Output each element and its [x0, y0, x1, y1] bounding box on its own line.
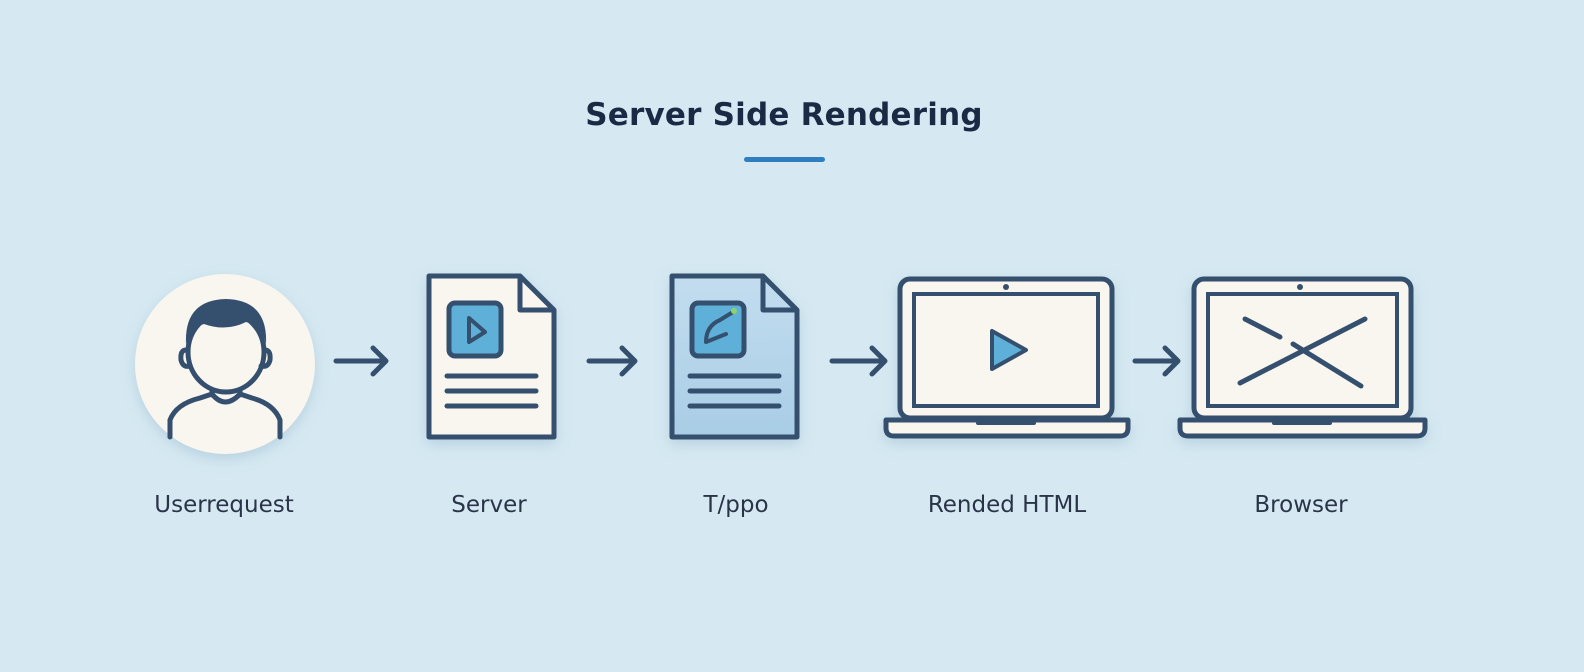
document-play-icon — [426, 273, 557, 440]
document-edit-icon — [669, 273, 800, 440]
diagram-title: Server Side Rendering — [585, 97, 983, 133]
laptop-cross-icon — [1177, 276, 1428, 439]
step-label-browser: Browser — [1254, 492, 1348, 518]
laptop-play-icon — [883, 276, 1131, 439]
step-label-tppo: T/ppo — [703, 492, 769, 518]
step-label-user-request: Userrequest — [154, 492, 294, 518]
step-label-server: Server — [451, 492, 527, 518]
step-label-rendered-html: Rended HTML — [927, 492, 1087, 518]
title-underline — [744, 157, 825, 162]
user-avatar-icon — [135, 274, 315, 454]
arrow-right-icon — [1132, 345, 1181, 377]
arrow-right-icon — [586, 345, 638, 377]
arrow-right-icon — [333, 345, 389, 377]
arrow-right-icon — [829, 345, 888, 377]
